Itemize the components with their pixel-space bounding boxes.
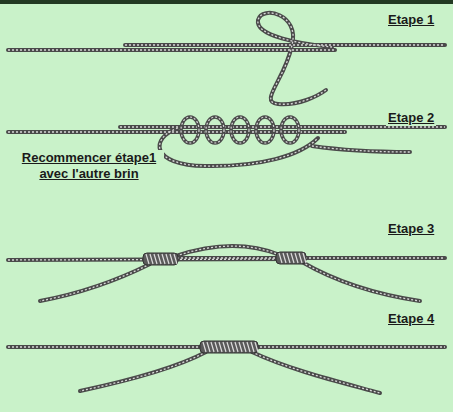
rope-line <box>8 48 335 52</box>
instruction-note: Recommencer étape1 avec l'autre brin <box>14 150 164 183</box>
coil-core <box>281 117 299 143</box>
rope-core <box>176 246 280 256</box>
rope-line <box>80 352 206 391</box>
rope-core <box>160 128 318 166</box>
rope-strands <box>8 13 445 393</box>
knot-wrap <box>243 342 246 352</box>
knot-wrap <box>215 342 218 352</box>
knot-wrap <box>223 342 226 352</box>
rope-line <box>40 264 150 301</box>
knot-wrap <box>303 253 306 263</box>
knot-wrap <box>239 342 242 352</box>
rope-core <box>252 352 380 393</box>
knot-wrap <box>251 342 254 352</box>
knot-wrap <box>279 253 282 263</box>
knot-coils <box>143 117 306 353</box>
step-label: Etape 2 <box>386 110 436 126</box>
coil-loop <box>181 117 199 143</box>
rope-core <box>125 44 445 45</box>
knot-wrap <box>154 254 157 264</box>
knot-wrap <box>211 342 214 352</box>
knot-wrap <box>170 254 173 264</box>
rope-core <box>312 146 410 152</box>
knot-wrap <box>207 342 210 352</box>
rope-line <box>160 128 318 166</box>
rope-core <box>8 49 335 50</box>
rope-core <box>8 131 345 132</box>
knot-wrap <box>283 253 286 263</box>
coil-core <box>231 117 249 143</box>
knot-wrap <box>174 254 177 264</box>
knot-wrap <box>295 253 298 263</box>
knot-body <box>276 252 306 264</box>
knot-wrap <box>235 342 238 352</box>
knot-wrap <box>247 342 250 352</box>
knot-wrap <box>299 253 302 263</box>
knot-wrap <box>287 253 290 263</box>
step-label: Etape 3 <box>386 221 436 237</box>
coil-loop <box>256 117 274 143</box>
rope-line <box>252 352 380 393</box>
knot-wrap <box>162 254 165 264</box>
rope-core <box>302 262 420 301</box>
rope-line <box>125 43 445 47</box>
coil-loop <box>281 117 299 143</box>
rope-core <box>258 13 332 104</box>
coil-loop <box>231 117 249 143</box>
step-label: Etape 4 <box>386 311 436 327</box>
knot-wrap <box>291 253 294 263</box>
knot-wrap <box>255 342 258 352</box>
knot-body <box>200 341 258 353</box>
knot-wrap <box>227 342 230 352</box>
coil-core <box>256 117 274 143</box>
knot-wrap <box>231 342 234 352</box>
rope-core <box>80 352 206 391</box>
coil-core <box>181 117 199 143</box>
rope-core <box>40 264 150 301</box>
rope-line <box>302 262 420 301</box>
coil-core <box>206 117 224 143</box>
coil-loop <box>206 117 224 143</box>
rope-line <box>258 13 332 104</box>
knot-wrap <box>219 342 222 352</box>
knot-wrap <box>158 254 161 264</box>
knot-wrap <box>146 254 149 264</box>
top-bar <box>0 0 453 4</box>
rope-line <box>312 146 410 152</box>
knot-wrap <box>166 254 169 264</box>
step-label: Etape 1 <box>386 12 436 28</box>
knot-body <box>143 253 178 265</box>
knot-wrap <box>150 254 153 264</box>
rope-line <box>176 246 280 256</box>
knot-wrap <box>203 342 206 352</box>
